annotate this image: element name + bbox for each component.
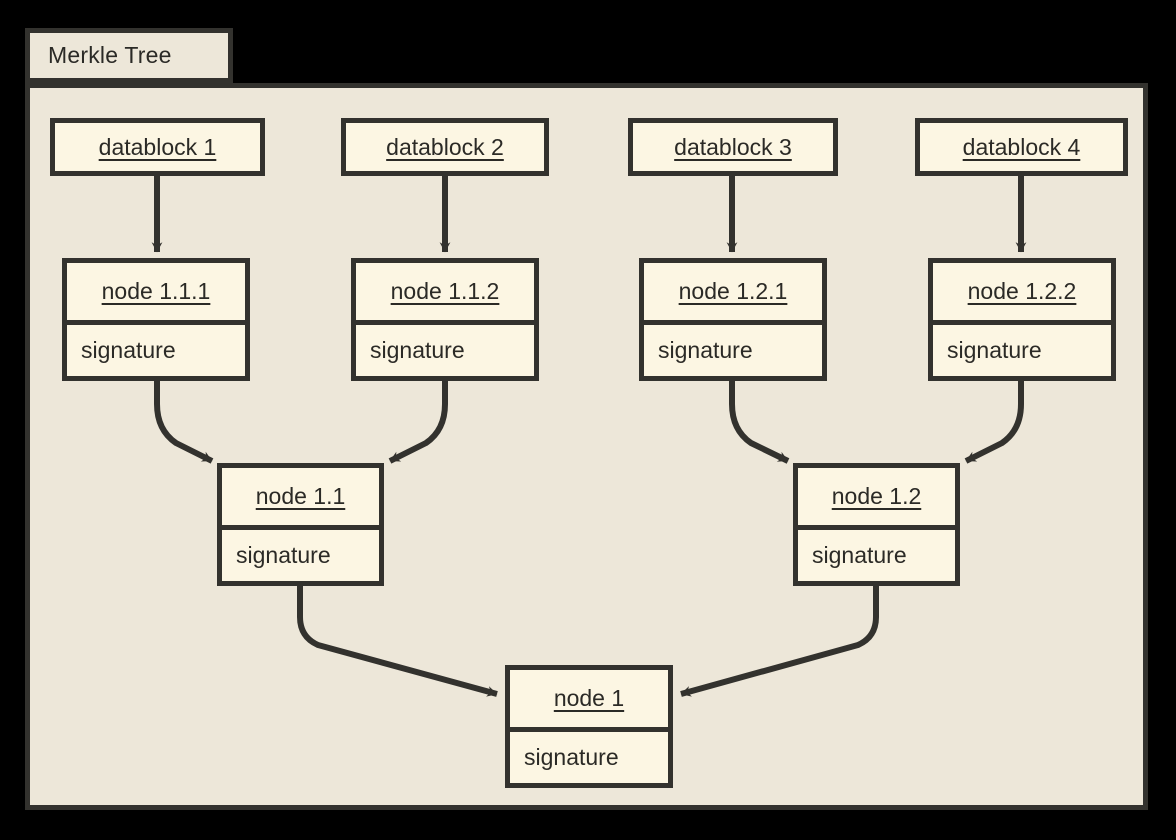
- node-1-divider: [510, 727, 668, 732]
- datablock-3-box[interactable]: datablock 3: [628, 118, 838, 176]
- node-1-1-signature-label: signature: [236, 542, 331, 568]
- node-1-1-signature-row: signature: [222, 530, 379, 581]
- datablock-2-box[interactable]: datablock 2: [341, 118, 549, 176]
- node-1-1-1-divider: [67, 320, 245, 325]
- node-1-2-divider: [798, 525, 955, 530]
- frame-title-tab: Merkle Tree: [25, 28, 233, 83]
- node-1-signature-label: signature: [524, 744, 619, 770]
- node-1-2-2-label: node 1.2.2: [967, 278, 1077, 304]
- node-1-1-divider: [222, 525, 379, 530]
- datablock-4-box[interactable]: datablock 4: [915, 118, 1128, 176]
- node-1-2-2-signature-row: signature: [933, 325, 1111, 376]
- node-1-1-title-row: node 1.1: [222, 468, 379, 525]
- node-1-2-2-title-row: node 1.2.2: [933, 263, 1111, 320]
- node-1-1-1-label: node 1.1.1: [101, 278, 211, 304]
- node-1-1-1-signature-row: signature: [67, 325, 245, 376]
- node-1-2-1-signature-row: signature: [644, 325, 822, 376]
- node-1-title-row: node 1: [510, 670, 668, 727]
- node-1-2-2-box[interactable]: node 1.2.2 signature: [928, 258, 1116, 381]
- node-1-2-1-box[interactable]: node 1.2.1 signature: [639, 258, 827, 381]
- node-1-2-signature-row: signature: [798, 530, 955, 581]
- datablock-2-label: datablock 2: [386, 133, 504, 160]
- node-1-1-label: node 1.1: [255, 483, 346, 509]
- node-1-2-box[interactable]: node 1.2 signature: [793, 463, 960, 586]
- node-1-2-1-signature-label: signature: [658, 337, 753, 363]
- node-1-2-2-divider: [933, 320, 1111, 325]
- node-1-1-1-signature-label: signature: [81, 337, 176, 363]
- node-1-2-2-signature-label: signature: [947, 337, 1042, 363]
- node-1-1-2-signature-label: signature: [370, 337, 465, 363]
- node-1-1-1-title-row: node 1.1.1: [67, 263, 245, 320]
- datablock-1-box[interactable]: datablock 1: [50, 118, 265, 176]
- node-1-signature-row: signature: [510, 732, 668, 783]
- datablock-3-label: datablock 3: [674, 133, 792, 160]
- node-1-2-1-divider: [644, 320, 822, 325]
- node-1-1-1-box[interactable]: node 1.1.1 signature: [62, 258, 250, 381]
- datablock-1-label: datablock 1: [98, 133, 217, 160]
- node-1-1-2-box[interactable]: node 1.1.2 signature: [351, 258, 539, 381]
- node-1-2-signature-label: signature: [812, 542, 907, 568]
- node-1-1-2-divider: [356, 320, 534, 325]
- node-1-box[interactable]: node 1 signature: [505, 665, 673, 788]
- node-1-2-1-title-row: node 1.2.1: [644, 263, 822, 320]
- datablock-4-label: datablock 4: [962, 133, 1081, 160]
- frame-title-label: Merkle Tree: [48, 42, 172, 68]
- node-1-1-2-title-row: node 1.1.2: [356, 263, 534, 320]
- node-1-2-1-label: node 1.2.1: [678, 278, 788, 304]
- node-1-2-label: node 1.2: [831, 483, 922, 509]
- node-1-label: node 1: [553, 685, 625, 711]
- node-1-1-2-label: node 1.1.2: [390, 278, 500, 304]
- node-1-1-box[interactable]: node 1.1 signature: [217, 463, 384, 586]
- node-1-2-title-row: node 1.2: [798, 468, 955, 525]
- node-1-1-2-signature-row: signature: [356, 325, 534, 376]
